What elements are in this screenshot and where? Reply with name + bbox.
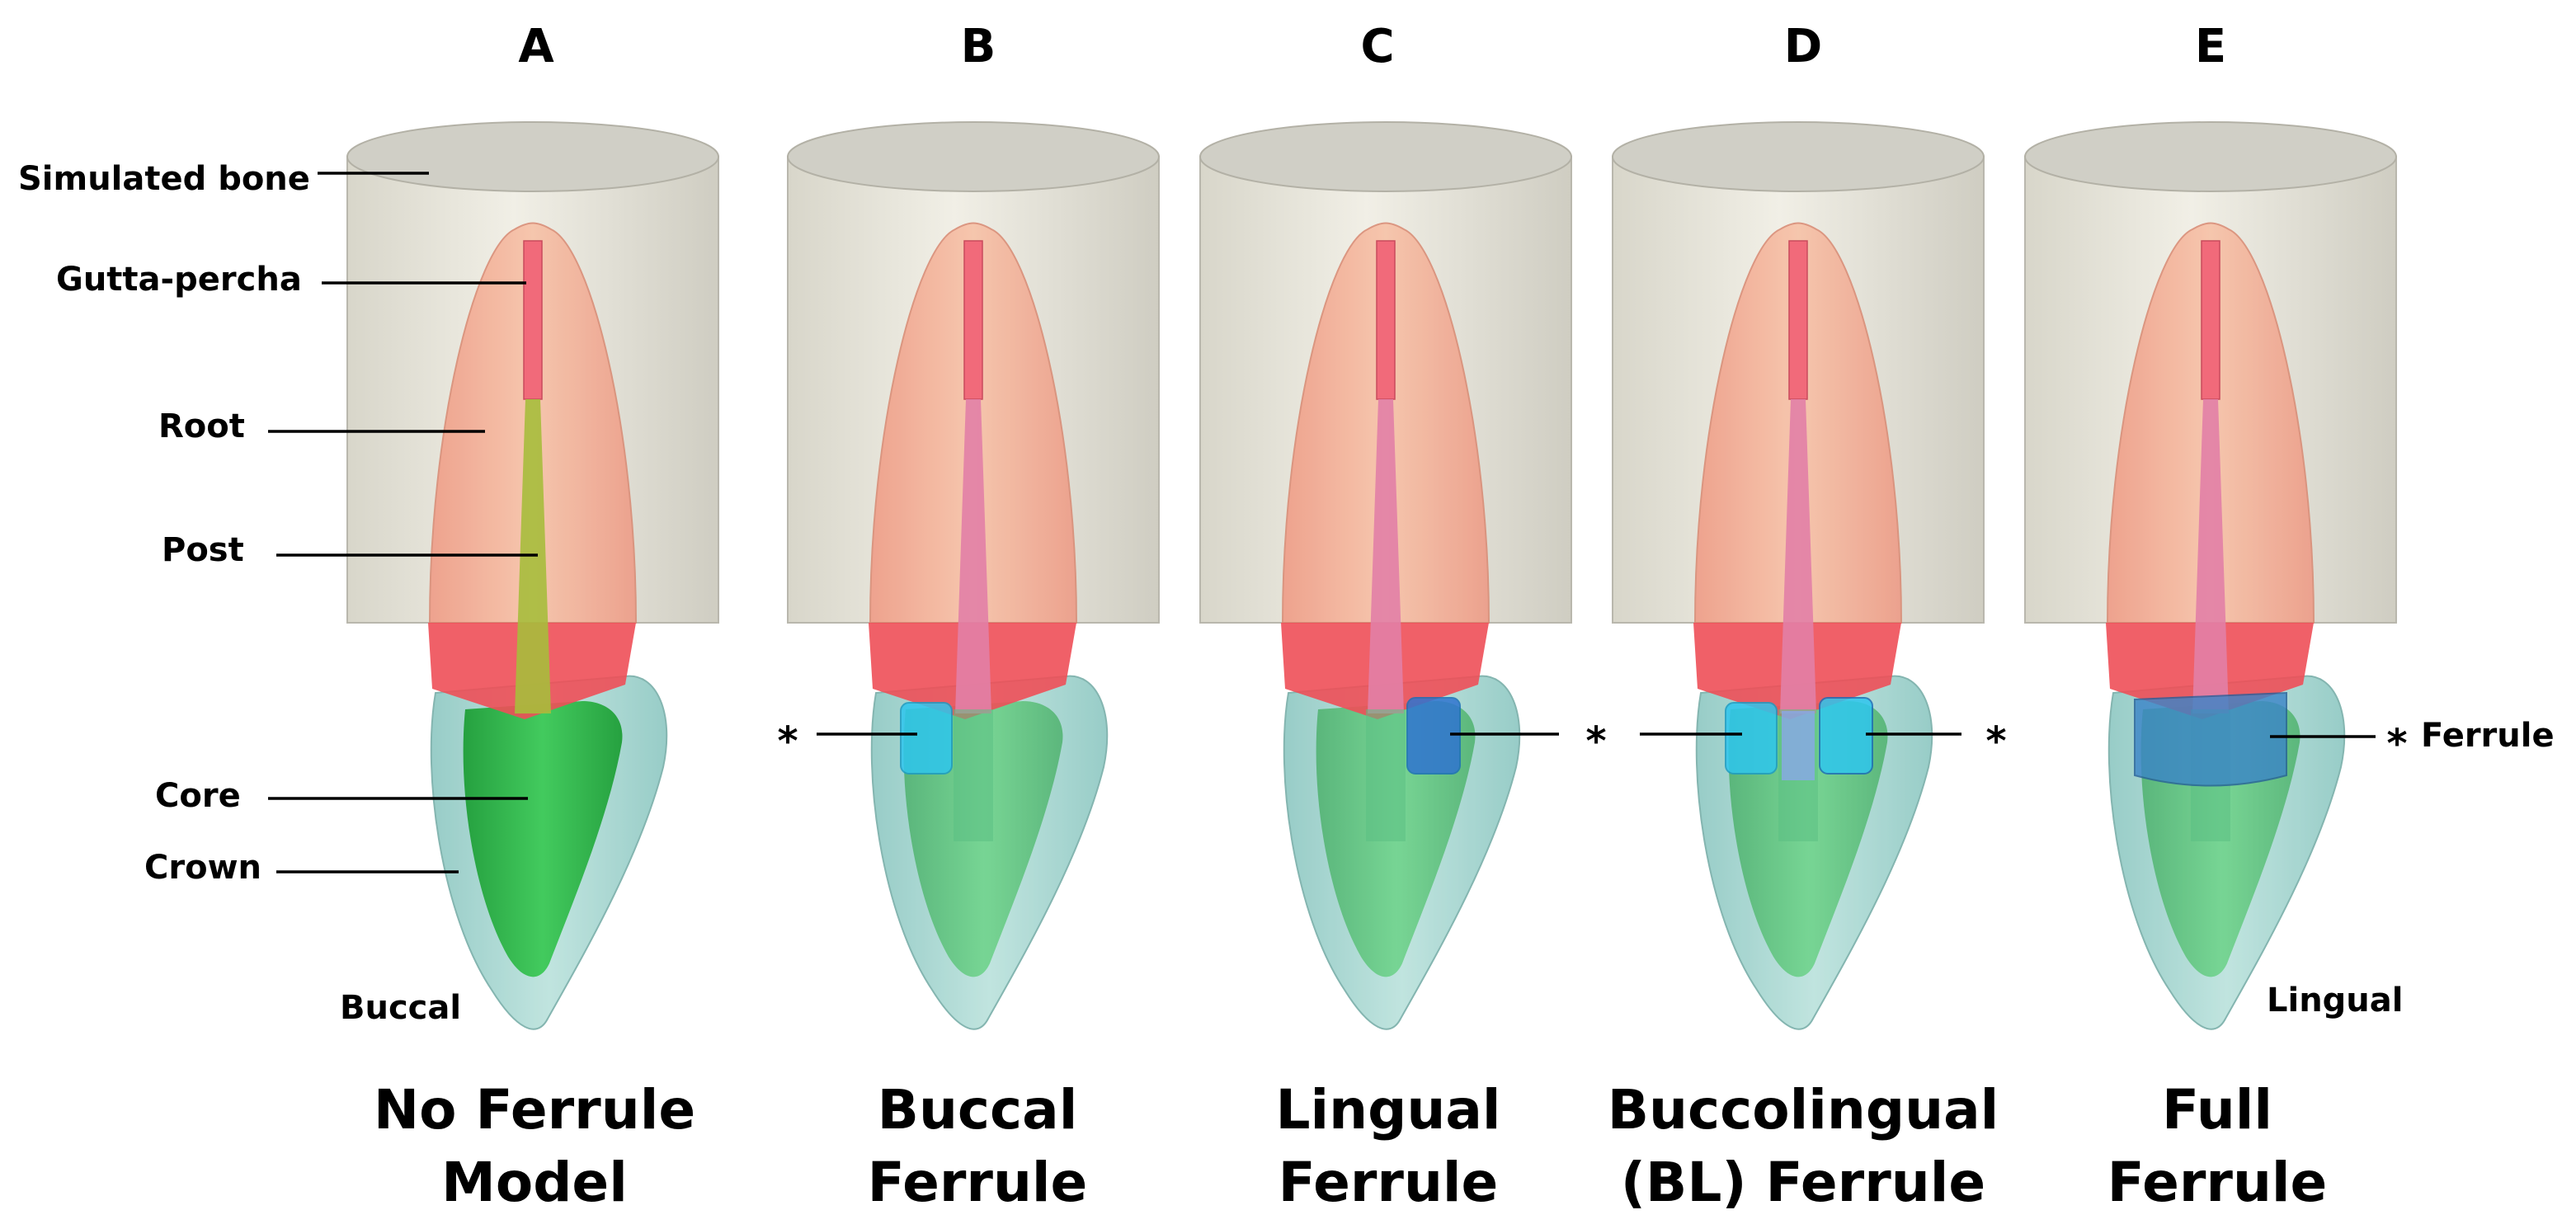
- post-extension: [1366, 709, 1406, 841]
- panel-letter-c: C: [1360, 20, 1394, 73]
- panel-letter-a: A: [518, 20, 554, 73]
- gutta-percha: [1376, 240, 1396, 400]
- label-simulated-bone: Simulated bone: [18, 160, 310, 198]
- gutta-percha: [963, 240, 983, 400]
- ferrule-buccal: [1725, 702, 1778, 775]
- gutta-percha: [2201, 240, 2220, 400]
- caption-b-line1: Buccal: [878, 1078, 1078, 1142]
- asterisk-d-lingual: *: [1985, 718, 2006, 765]
- part-labels: Simulated bone Gutta-percha Root Post Co…: [18, 160, 2404, 1027]
- tooth-model-c: [1199, 121, 1572, 1030]
- tooth-models: [346, 121, 2397, 1030]
- post-extension: [954, 709, 993, 841]
- label-core: Core: [155, 777, 241, 815]
- panel-letter-d: D: [1784, 20, 1822, 73]
- label-ferrule: Ferrule: [2421, 717, 2555, 755]
- panel-letter-b: B: [961, 20, 996, 73]
- core: [463, 701, 623, 977]
- tooth-model-d: [1612, 121, 1985, 1030]
- simulated-bone-top: [346, 121, 719, 192]
- caption-a-line1: No Ferrule: [374, 1078, 695, 1142]
- post: [1780, 399, 1816, 713]
- panel-letter-e: E: [2195, 20, 2226, 73]
- caption-d-line1: Buccolingual: [1608, 1078, 1999, 1142]
- gutta-percha: [523, 240, 543, 400]
- caption-e-line1: Full: [2162, 1078, 2272, 1142]
- caption-a-line2: Model: [441, 1151, 628, 1214]
- panel-letters: A B C D E: [518, 20, 2226, 73]
- gutta-percha: [1788, 240, 1808, 400]
- simulated-bone-top: [787, 121, 1160, 192]
- label-post: Post: [162, 531, 244, 569]
- simulated-bone-top: [1199, 121, 1572, 192]
- post: [955, 399, 991, 713]
- caption-b-line2: Ferrule: [868, 1151, 1088, 1214]
- caption-c-line1: Lingual: [1275, 1078, 1500, 1142]
- ferrule-center: [1782, 711, 1815, 780]
- caption-d-line2: (BL) Ferrule: [1621, 1151, 1985, 1214]
- ferrule-lingual: [1819, 697, 1873, 775]
- asterisk-b: *: [777, 718, 798, 765]
- ferrule-full: [2134, 691, 2287, 787]
- ferrule-buccal: [900, 702, 953, 775]
- tooth-model-e: [2024, 121, 2397, 1030]
- caption-e-line2: Ferrule: [2107, 1151, 2328, 1214]
- simulated-bone-top: [1612, 121, 1985, 192]
- ferrule-markers: * * * * * Ferrule: [777, 717, 2554, 767]
- post: [1368, 399, 1404, 713]
- label-gutta-percha: Gutta-percha: [56, 261, 302, 299]
- asterisk-e: *: [2386, 721, 2407, 767]
- label-crown: Crown: [144, 849, 261, 887]
- simulated-bone-top: [2024, 121, 2397, 192]
- tooth-model-a: [346, 121, 719, 1030]
- ferrule-lingual: [1406, 697, 1461, 775]
- caption-c-line2: Ferrule: [1279, 1151, 1499, 1214]
- tooth-model-b: [787, 121, 1160, 1030]
- label-root: Root: [158, 407, 245, 445]
- label-lingual: Lingual: [2267, 982, 2404, 1019]
- panel-captions: No Ferrule Model Buccal Ferrule Lingual …: [374, 1078, 2327, 1214]
- asterisk-c: *: [1585, 718, 1606, 765]
- post: [2192, 399, 2229, 713]
- label-buccal: Buccal: [340, 989, 461, 1027]
